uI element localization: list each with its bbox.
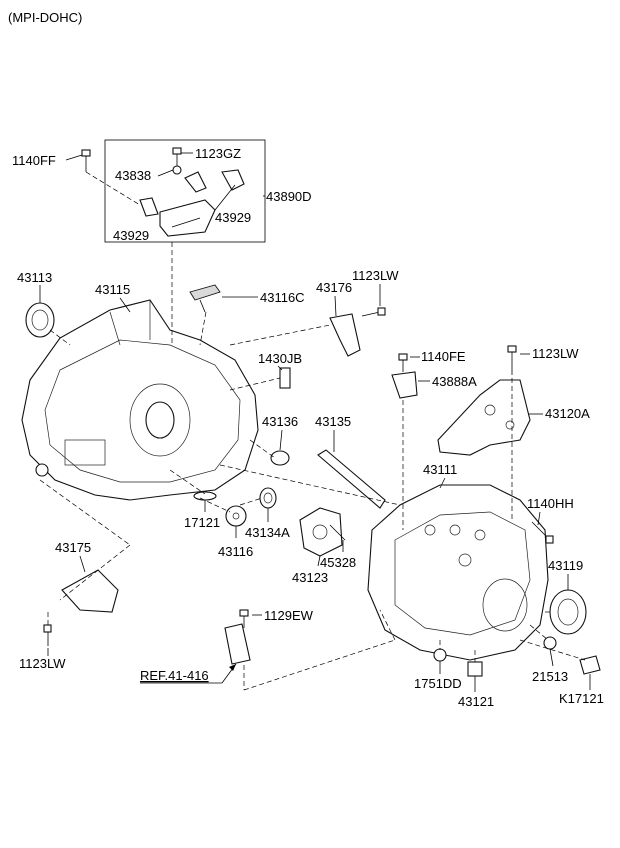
- label-43123: 43123: [292, 570, 328, 585]
- plug-43121: [467, 661, 483, 677]
- label-1751dd: 1751DD: [414, 676, 462, 691]
- bolt-1140ff: [81, 149, 91, 172]
- label-1123lw-right: 1123LW: [532, 346, 579, 361]
- washer-21513: [543, 636, 557, 650]
- ref-link[interactable]: REF.41-416: [140, 668, 209, 683]
- label-17121: 17121: [184, 515, 220, 530]
- plate-43123: [299, 507, 343, 557]
- label-1123lw-bottom: 1123LW: [19, 656, 66, 671]
- bracket-43120a: [437, 379, 531, 456]
- bracket-43176: [329, 313, 361, 357]
- ref-arrow: [140, 663, 237, 684]
- label-1140ff: 1140FF: [12, 153, 56, 168]
- label-43134a: 43134A: [245, 525, 290, 540]
- shift-rail-43135: [317, 449, 386, 509]
- bracket-43175: [61, 569, 119, 613]
- assembly-lines: [39, 171, 586, 691]
- pin-1430jb: [279, 367, 291, 389]
- bracket-ref: [224, 623, 251, 665]
- transaxle-case-43111: [367, 484, 549, 661]
- label-43135: 43135: [315, 414, 351, 429]
- seal-43134a: [259, 487, 277, 509]
- kit-box-43890d: [104, 139, 266, 243]
- label-43929-right: 43929: [215, 210, 251, 225]
- label-1140hh: 1140HH: [527, 496, 574, 511]
- bolt-1140fe: [398, 353, 408, 372]
- label-43890d: 43890D: [266, 189, 312, 204]
- label-43116: 43116: [218, 544, 253, 559]
- label-43113: 43113: [17, 270, 52, 285]
- tube-43116c: [189, 284, 221, 313]
- label-1140fe: 1140FE: [421, 349, 466, 364]
- label-43838: 43838: [115, 168, 151, 183]
- label-1430jb: 1430JB: [258, 351, 302, 366]
- gear-43116: [225, 505, 247, 527]
- label-43111: 43111: [423, 462, 457, 477]
- bolt-1129ew: [239, 609, 249, 628]
- label-21513: 21513: [532, 669, 568, 684]
- variant-header: (MPI-DOHC): [8, 10, 82, 25]
- bolt-1123lw-bottom: [43, 624, 52, 646]
- label-43115: 43115: [95, 282, 130, 297]
- clutch-housing-43115: [21, 299, 259, 501]
- bolt-1140hh: [531, 521, 554, 544]
- label-43119: 43119: [548, 558, 583, 573]
- label-43888a: 43888A: [432, 374, 477, 389]
- seal-43119: [549, 589, 587, 635]
- leader-lines: [39, 152, 591, 692]
- plug-k17121: [579, 655, 601, 675]
- bushing-43888a: [391, 371, 418, 399]
- label-1129ew: 1129EW: [264, 608, 314, 623]
- seal-43113: [25, 302, 55, 338]
- label-43120a: 43120A: [545, 406, 590, 421]
- bolt-1123lw-top: [361, 307, 386, 317]
- label-43929-left: 43929: [113, 228, 149, 243]
- label-k17121: K17121: [559, 691, 604, 706]
- bolt-45328: [329, 524, 346, 541]
- label-43175: 43175: [55, 540, 91, 555]
- label-43121: 43121: [458, 694, 494, 709]
- label-43176: 43176: [316, 280, 352, 295]
- label-45328: 45328: [320, 555, 356, 570]
- washer-17121: [193, 491, 217, 501]
- label-43116c: 43116C: [260, 290, 305, 305]
- washer-1751dd: [433, 648, 447, 662]
- label-1123gz: 1123GZ: [195, 146, 241, 161]
- label-43136: 43136: [262, 414, 298, 429]
- bolt-1123lw-right: [507, 345, 517, 375]
- label-1123lw-top: 1123LW: [352, 268, 399, 283]
- seal-43136: [270, 450, 290, 466]
